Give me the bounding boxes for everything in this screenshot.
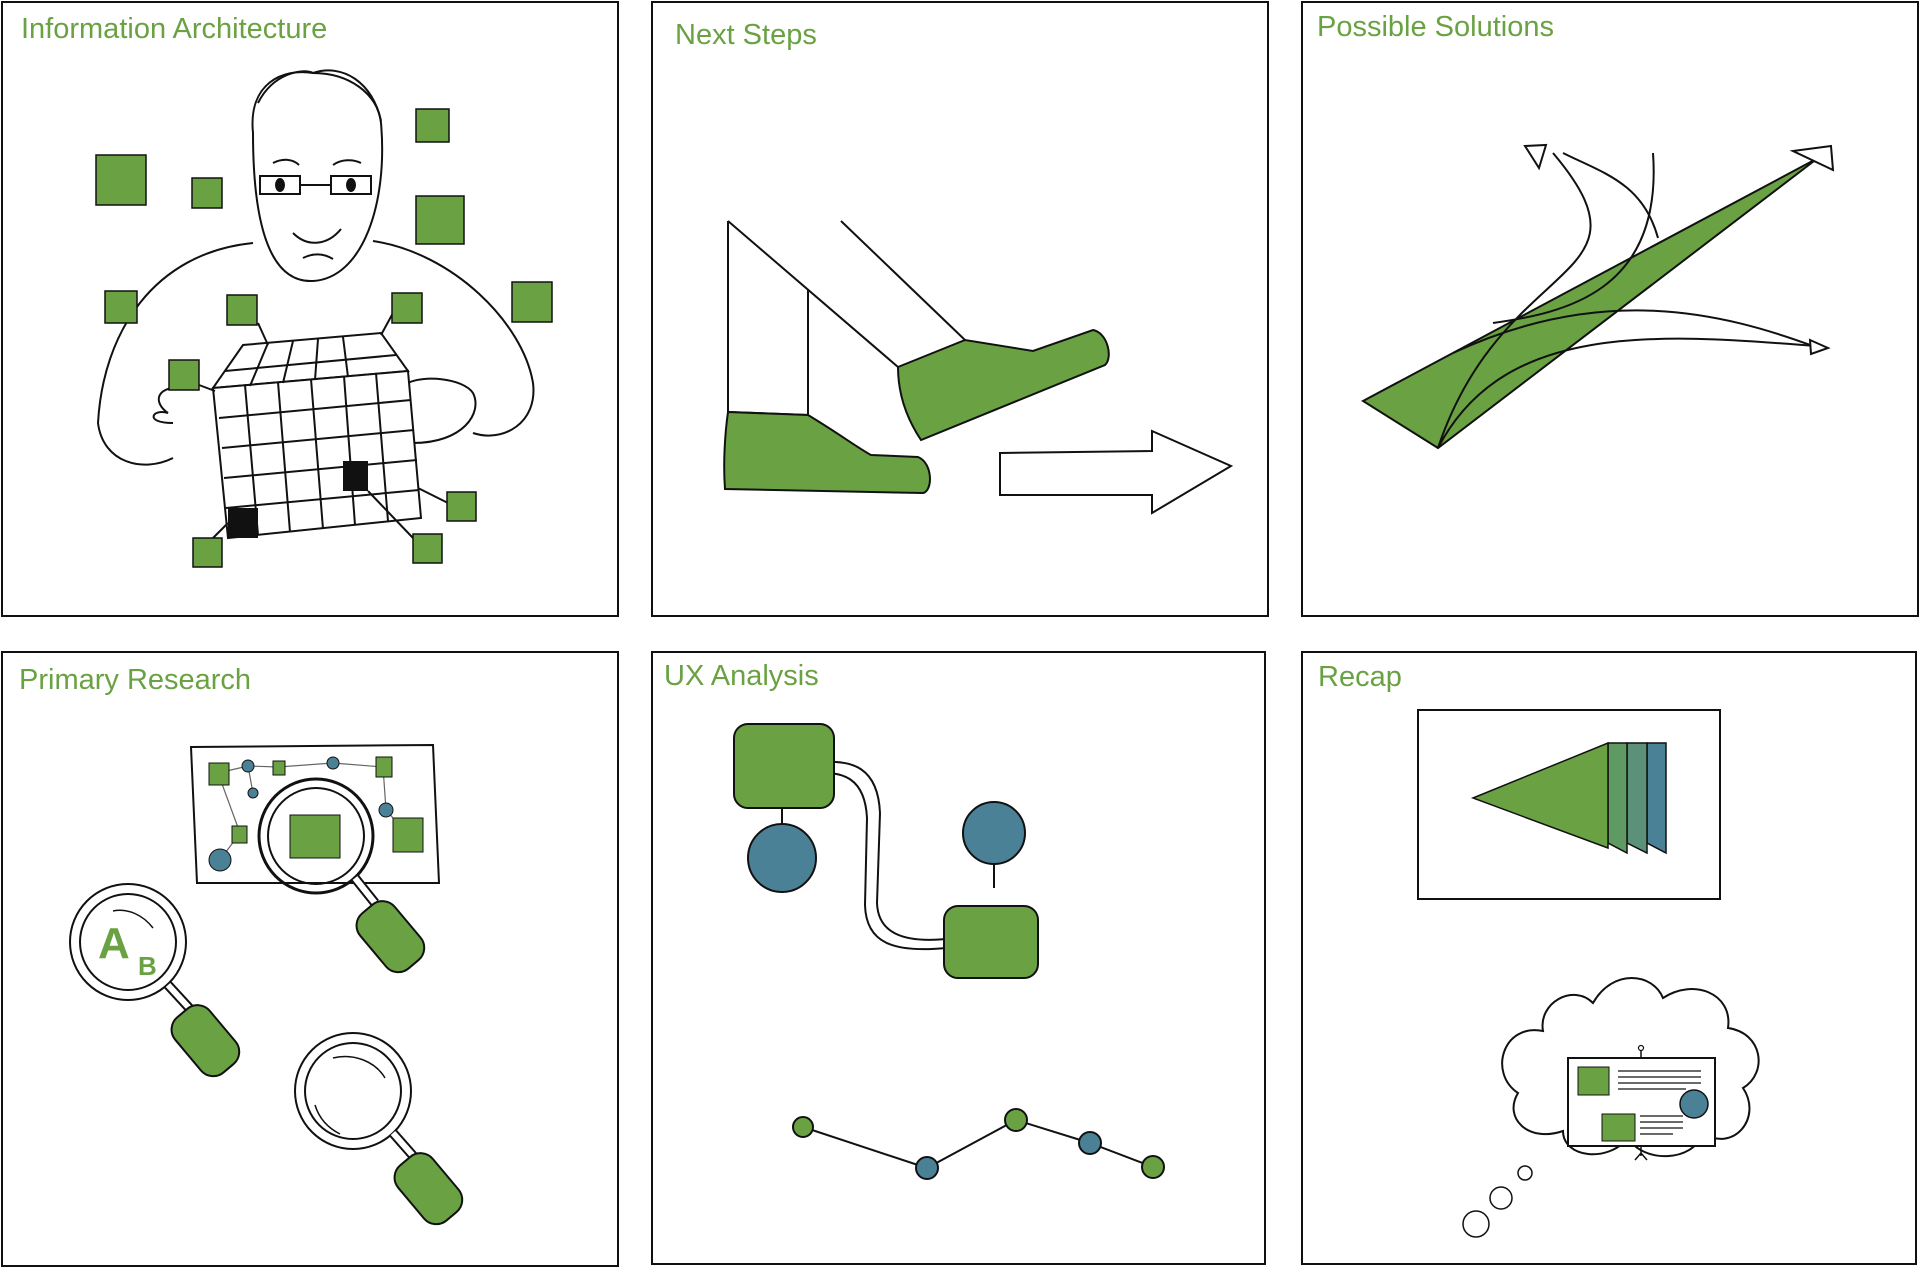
panel-title: Possible Solutions [1317,11,1554,43]
panel-title: Next Steps [675,19,817,51]
ab-test-glyph-b: B [138,951,157,981]
person-holding-grid-icon [95,69,553,568]
flow-diagram-icon [733,723,1165,1180]
presentation-thought-cloud-icon [1417,709,1760,1238]
footsteps-forward-arrow-icon [723,220,1234,515]
panel-ux-analysis: UX Analysis [651,651,1266,1265]
panel-title: Information Architecture [21,13,328,45]
panel-title: Primary Research [19,664,252,696]
panel-possible-solutions: Possible Solutions [1301,1,1919,617]
panel-information-architecture: Information Architecture [1,1,619,617]
panel-title: UX Analysis [664,660,819,692]
panel-next-steps: Next Steps [651,1,1269,617]
panel-primary-research: Primary Research [1,651,619,1267]
magnifying-glasses-icon: A B [69,743,464,1226]
panel-recap: Recap [1301,651,1917,1265]
panel-title: Recap [1318,661,1402,693]
ab-test-glyph-a: A [98,919,130,968]
branching-arrows-icon [1361,143,1835,450]
